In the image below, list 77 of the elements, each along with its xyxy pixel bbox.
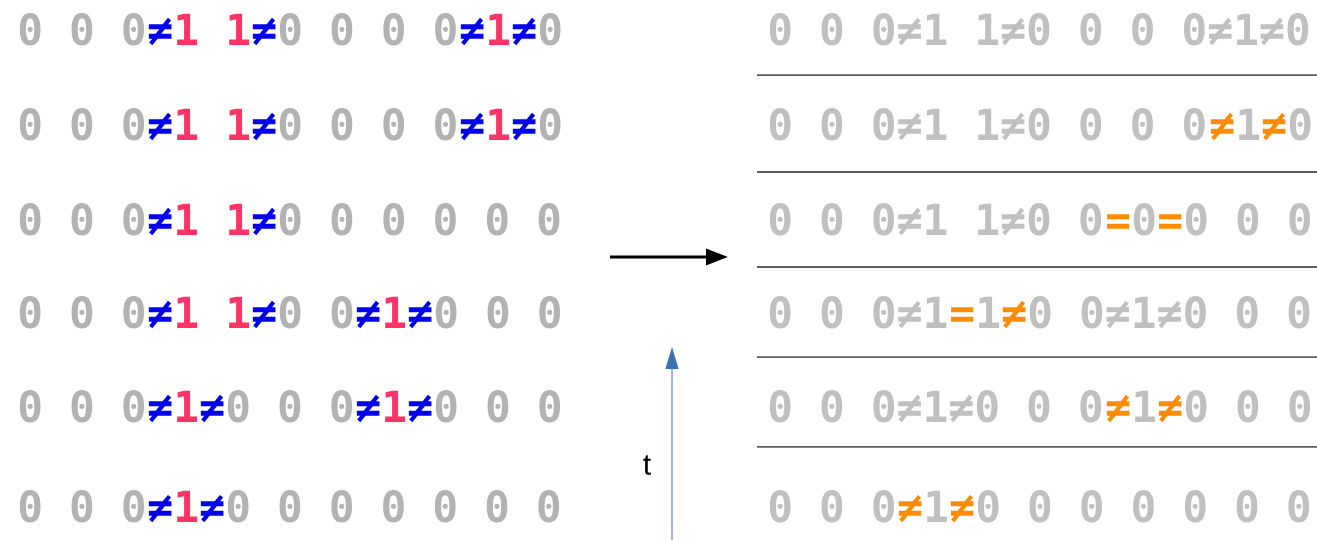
digit-sequence: 0 0 0≠1 1≠0 0 0 0 <box>769 108 1205 141</box>
highlighted-symbol: ≠ <box>356 394 380 423</box>
highlighted-symbol: ≠ <box>148 17 172 46</box>
highlighted-symbol: ≠ <box>148 112 172 141</box>
digit-sequence: 1 <box>1135 390 1156 422</box>
digit-sequence: 0 0 0 <box>227 390 353 423</box>
highlighted-symbol: 1 <box>177 490 198 522</box>
digit-sequence: 0 0 0 0 <box>279 13 456 46</box>
highlighted-symbol: 1 <box>177 390 198 422</box>
highlighted-symbol: 1 <box>229 108 250 140</box>
digit-sequence: 0 0 0 <box>19 203 145 236</box>
digit-sequence: 0 0 0 0 <box>279 108 456 141</box>
highlighted-symbol: = <box>951 307 974 322</box>
digit-sequence: 0 0 0 <box>19 490 145 523</box>
highlighted-symbol: ≠ <box>512 17 536 46</box>
highlighted-symbol: ≠ <box>1262 112 1286 141</box>
digit-sequence: 0 0 0 <box>19 390 145 423</box>
highlighted-symbol: 1 <box>385 390 406 422</box>
highlighted-symbol: ≠ <box>252 300 276 329</box>
highlighted-symbol: ≠ <box>200 494 224 523</box>
highlighted-symbol: ≠ <box>356 300 380 329</box>
highlighted-symbol: ≠ <box>1210 112 1234 141</box>
highlighted-symbol: ≠ <box>148 494 172 523</box>
digit-sequence: 0 <box>1289 108 1311 141</box>
digit-sequence: 0 0 0 <box>1185 203 1311 236</box>
digit-sequence: 0 0 0≠1 <box>769 296 947 329</box>
digit-sequence: 0 0 0 0 0 0 <box>279 203 560 236</box>
highlighted-symbol: 1 <box>177 13 198 45</box>
highlighted-symbol: 1 <box>229 203 250 235</box>
digit-sequence: 0 <box>539 13 561 46</box>
digit-sequence: 0 0 0 0 0 0 0 <box>227 490 560 523</box>
highlighted-symbol: ≠ <box>460 112 484 141</box>
digit-sequence: 1 <box>979 296 1000 328</box>
highlighted-symbol: ≠ <box>408 300 432 329</box>
digit-sequence: 1 <box>927 490 948 522</box>
axis-label: t <box>643 455 651 475</box>
digit-sequence: 0 0≠1≠0 0 0 <box>1029 296 1310 329</box>
highlighted-symbol: ≠ <box>252 17 276 46</box>
highlighted-symbol: ≠ <box>252 112 276 141</box>
highlighted-symbol: 1 <box>177 296 198 328</box>
highlighted-symbol: ≠ <box>200 394 224 423</box>
digit-sequence: 0 0 0 <box>19 108 145 141</box>
highlighted-symbol: ≠ <box>1158 394 1182 423</box>
digit-sequence: 0 0 0≠1 1≠0 0 0 0≠1≠0 <box>769 13 1309 46</box>
highlighted-symbol: = <box>1107 214 1130 229</box>
highlighted-symbol: ≠ <box>148 207 172 236</box>
highlighted-symbol: ≠ <box>898 494 922 523</box>
digit-sequence: 0 0 0≠1 1≠0 0 <box>769 203 1102 236</box>
highlighted-symbol: ≠ <box>252 207 276 236</box>
digit-sequence: 0 0 0 0 0 0 0 <box>977 490 1310 523</box>
highlighted-symbol: ≠ <box>148 394 172 423</box>
highlighted-symbol: ≠ <box>460 17 484 46</box>
digit-sequence: 0 0 0 <box>19 296 145 329</box>
highlighted-symbol: ≠ <box>1106 394 1130 423</box>
highlighted-symbol: 1 <box>177 203 198 235</box>
digit-sequence: 0 <box>539 108 561 141</box>
highlighted-symbol: 1 <box>489 13 510 45</box>
highlighted-symbol: 1 <box>229 296 250 328</box>
digit-sequence: 0 <box>1133 203 1155 236</box>
highlighted-symbol: = <box>1159 214 1182 229</box>
highlighted-symbol: ≠ <box>1002 300 1026 329</box>
highlighted-symbol: ≠ <box>408 394 432 423</box>
digit-sequence: 1 <box>1239 108 1260 140</box>
highlighted-symbol: 1 <box>177 108 198 140</box>
digit-sequence: 0 0 0 <box>19 13 145 46</box>
digit-sequence: 0 0 0≠1≠0 0 0 <box>769 390 1102 423</box>
highlighted-symbol: 1 <box>229 13 250 45</box>
highlighted-symbol: 1 <box>489 108 510 140</box>
highlighted-symbol: ≠ <box>512 112 536 141</box>
highlighted-symbol: ≠ <box>148 300 172 329</box>
digit-sequence: 0 0 0 <box>769 490 895 523</box>
highlighted-symbol: ≠ <box>950 494 974 523</box>
digit-sequence: 0 0 0 <box>1185 390 1311 423</box>
highlighted-symbol: 1 <box>385 296 406 328</box>
digit-sequence: 0 0 0 <box>435 390 561 423</box>
digit-sequence: 0 0 <box>279 296 353 329</box>
digit-sequence: 0 0 0 <box>435 296 561 329</box>
